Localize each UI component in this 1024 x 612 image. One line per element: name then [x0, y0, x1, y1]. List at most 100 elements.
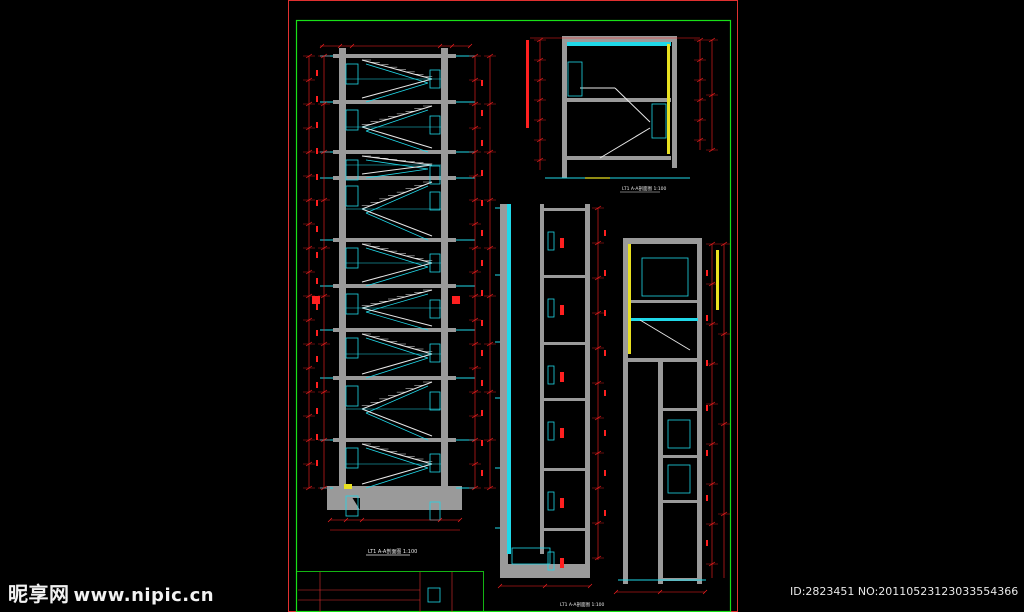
- ground-marker: [344, 484, 352, 489]
- sheet-inner-frame: [295, 19, 732, 612]
- low-sec-stair: [639, 319, 691, 351]
- shaft-section-2: [495, 204, 606, 589]
- top-sec-red-bar: [526, 40, 529, 128]
- watermark-id: ID:2823451 NO:20110523123033554366: [790, 585, 1019, 598]
- dim-label-mark: [481, 440, 483, 446]
- low-sec-wall-right: [697, 240, 702, 584]
- stair-wall-right: [441, 48, 448, 488]
- low-sec-dim-bottom-tick: [702, 589, 708, 595]
- shaft-red-tag: [560, 498, 564, 508]
- dim-top-tick: [437, 43, 443, 49]
- shaft-opening: [547, 551, 555, 571]
- shaft-red-tag: [560, 372, 564, 382]
- stair-section-1: [303, 43, 496, 531]
- stair-flight-underside: [365, 168, 429, 179]
- wall-detail: [429, 343, 441, 363]
- shaft-dim-bottom-tick: [587, 583, 593, 589]
- stair-flight: [361, 307, 433, 327]
- watermark-url: www.nipic.cn: [73, 585, 215, 606]
- low-sec-core-slab: [663, 455, 698, 458]
- stair-flight-underside: [365, 247, 429, 268]
- shaft-slab: [544, 342, 586, 345]
- shaft-red-tag: [560, 238, 564, 248]
- low-sec-dim-label: [706, 270, 708, 276]
- shaft-slab: [544, 528, 586, 531]
- dim-label-mark: [481, 290, 483, 296]
- section-title-2: LT1 A-A剖面图 1:100: [560, 601, 605, 608]
- stair-flight-underside: [365, 159, 429, 170]
- stair-wall-left: [339, 48, 346, 488]
- shaft-opening: [547, 298, 555, 318]
- low-sec-wall-left: [623, 240, 628, 584]
- stair-flight: [361, 208, 433, 237]
- dim-bottom-tick: [437, 517, 443, 523]
- stair-flight-underside: [365, 109, 429, 132]
- dim-top-tick: [349, 43, 355, 49]
- shaft-dim-label: [604, 310, 606, 316]
- wall-detail: [345, 495, 359, 517]
- top-sec-detail: [567, 61, 583, 97]
- dim-label-mark: [316, 356, 318, 362]
- watermark-brand: 昵享网: [8, 582, 70, 606]
- stair-flight-underside: [365, 412, 429, 441]
- floor-slab: [333, 238, 456, 242]
- shaft-dim-label: [604, 430, 606, 436]
- dim-label-mark: [481, 200, 483, 206]
- dim-label-mark: [316, 408, 318, 414]
- wall-detail: [429, 299, 441, 319]
- wall-detail: [345, 185, 359, 207]
- low-sec-yellow-dim: [716, 250, 719, 310]
- dim-label-mark: [316, 226, 318, 232]
- shaft-dim-label: [604, 270, 606, 276]
- stair-flight: [361, 408, 433, 437]
- wall-detail: [345, 385, 359, 407]
- stair-flight-underside: [365, 385, 429, 414]
- low-sec-yellow: [628, 244, 631, 354]
- stair-flight: [361, 353, 433, 375]
- shaft-red-tag: [560, 428, 564, 438]
- low-sec-dim-label: [706, 405, 708, 411]
- shaft-dim-label: [604, 470, 606, 476]
- section-title-1: LT1 A-A剖面图 1:100: [368, 548, 417, 555]
- foundation-footing: [327, 486, 360, 510]
- floor-slab: [333, 176, 456, 180]
- wall-detail: [345, 109, 359, 131]
- wall-detail: [345, 159, 359, 181]
- top-sec-detail: [651, 103, 667, 139]
- dim-label-mark: [481, 260, 483, 266]
- top-sec-yellow-post: [667, 44, 670, 154]
- shaft-wall-outer-right: [585, 204, 590, 578]
- low-sec-dim-bottom-tick: [657, 589, 663, 595]
- stair-flight-underside: [365, 82, 429, 103]
- shaft-slab: [544, 468, 586, 471]
- low-sec-dim-label: [706, 315, 708, 321]
- shaft-slab: [544, 275, 586, 278]
- low-sec-dim-label: [706, 450, 708, 456]
- dim-bottom-tick: [359, 517, 365, 523]
- dim-label-mark: [481, 350, 483, 356]
- wall-detail: [345, 247, 359, 269]
- low-sec-core-room: [667, 419, 691, 449]
- wall-detail: [429, 253, 441, 273]
- wall-detail: [429, 453, 441, 473]
- top-sec-wall-right: [672, 38, 677, 168]
- stair-flight-underside: [365, 212, 429, 241]
- stair-flight-underside: [365, 311, 429, 331]
- shaft-opening: [547, 421, 555, 441]
- dim-top-tick: [319, 43, 325, 49]
- low-sec-dim-label: [706, 540, 708, 546]
- beam-highlight: [452, 296, 460, 304]
- shaft-dim-label: [604, 390, 606, 396]
- stair-section-top-right: [526, 36, 718, 179]
- dim-label-mark: [481, 470, 483, 476]
- dim-bottom-tick: [457, 517, 463, 523]
- dim-label-mark: [316, 382, 318, 388]
- wall-detail: [345, 293, 359, 315]
- dim-label-mark: [316, 148, 318, 154]
- stair-flight-underside: [365, 447, 429, 469]
- dim-label-mark: [316, 122, 318, 128]
- low-sec-core-room: [667, 464, 691, 494]
- low-sec-slab: [628, 300, 698, 303]
